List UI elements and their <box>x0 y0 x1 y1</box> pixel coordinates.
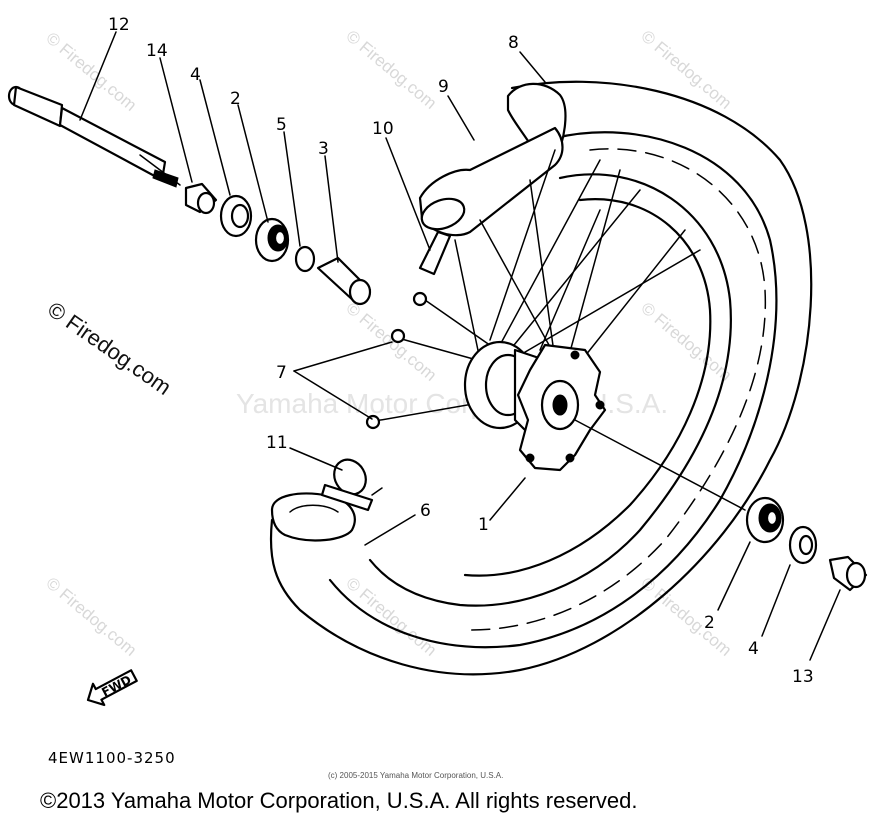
fine-print: (c) 2005-2015 Yamaha Motor Corporation, … <box>328 771 503 780</box>
axle <box>7 85 181 188</box>
fwd-arrow: FWD <box>86 669 138 707</box>
watermark-text: © Firedog.com <box>342 27 440 113</box>
callout-14: 14 <box>146 41 168 61</box>
watermark-left: © Firedog.com <box>43 297 176 400</box>
hub <box>463 340 607 472</box>
callout-3: 3 <box>318 139 329 159</box>
bearing-2-right <box>745 496 785 544</box>
oil-seal-4-right <box>788 525 818 565</box>
callout-13: 13 <box>792 667 814 687</box>
watermark-text: © Firedog.com <box>42 574 140 660</box>
callout-12: 12 <box>108 15 130 35</box>
spacer-3 <box>316 256 372 306</box>
callout-4-right: 4 <box>748 639 759 659</box>
callout-10: 10 <box>372 119 394 139</box>
collar-14 <box>184 182 218 215</box>
callout-9: 9 <box>438 77 449 97</box>
callouts: 12 14 4 2 5 3 10 9 8 7 11 6 1 2 4 13 <box>108 15 814 687</box>
callout-2: 2 <box>230 89 241 109</box>
watermark-text: © Firedog.com <box>637 299 735 385</box>
callout-2-right: 2 <box>704 613 715 633</box>
inner-tube <box>418 126 564 276</box>
callout-1: 1 <box>478 515 489 535</box>
callout-6: 6 <box>420 501 431 521</box>
part-code: 4EW1100-3250 <box>48 749 176 767</box>
collar-13 <box>828 555 868 592</box>
leader-lines <box>79 31 841 661</box>
fwd-label: FWD <box>99 672 133 699</box>
spokes <box>365 149 701 430</box>
callout-11: 11 <box>266 433 288 453</box>
circlip-5 <box>294 245 316 273</box>
bearing-2 <box>254 217 290 263</box>
callout-4: 4 <box>190 65 201 85</box>
callout-5: 5 <box>276 115 287 135</box>
rim-lock-11 <box>320 458 383 512</box>
oil-seal-4 <box>219 194 253 238</box>
callout-7: 7 <box>276 363 287 383</box>
copyright-line: ©2013 Yamaha Motor Corporation, U.S.A. A… <box>40 788 637 813</box>
watermark-text: © Firedog.com <box>637 574 735 660</box>
callout-8: 8 <box>508 33 519 53</box>
